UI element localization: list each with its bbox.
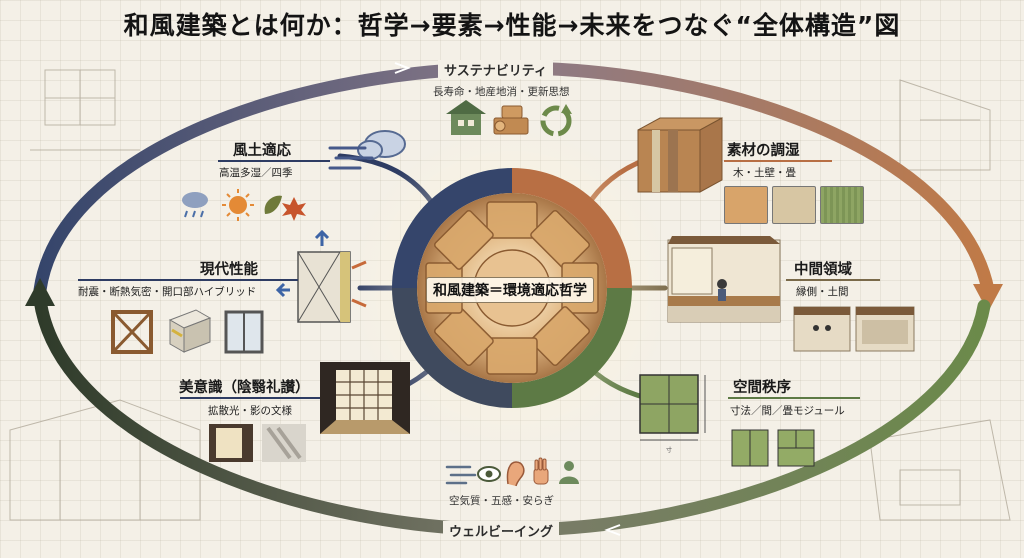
page-title: 和風建築とは何か：哲学→要素→性能→未来をつなぐ“全体構造”図 bbox=[123, 11, 901, 40]
bottom-arc-chevron bbox=[604, 524, 621, 536]
person-icon bbox=[559, 461, 579, 484]
tatami-module-large-icon bbox=[777, 429, 815, 467]
air-icon bbox=[445, 465, 477, 485]
house-icon bbox=[446, 100, 486, 135]
kukan-sub: 寸法／間／畳モジュール bbox=[730, 405, 845, 417]
doma-image-left bbox=[793, 306, 851, 352]
recycle-icon bbox=[540, 104, 572, 137]
shoji-room-image bbox=[320, 362, 410, 434]
maple-leaf-icon bbox=[282, 197, 306, 221]
gendai-sub: 耐震・断熱気密・開口部ハイブリッド bbox=[78, 286, 257, 298]
ear-icon bbox=[506, 461, 525, 487]
chukan-title: 中間領域 bbox=[794, 262, 852, 278]
top-arc-arrowhead bbox=[973, 284, 1003, 312]
eye-icon bbox=[477, 466, 501, 482]
wind-cloud-icon bbox=[328, 130, 406, 170]
top-arc-label: サステナビリティ bbox=[438, 60, 553, 79]
engawa-image bbox=[667, 236, 781, 323]
wood-swatch bbox=[724, 186, 768, 224]
bottom-arc-arrowhead bbox=[25, 278, 55, 306]
leaf-icon bbox=[264, 195, 282, 214]
shadow-pattern-image bbox=[262, 424, 306, 462]
svg-text:寸: 寸 bbox=[666, 446, 672, 454]
center-label: 和風建築＝環境適応哲学 bbox=[426, 277, 594, 303]
bottom-arc-sub: 空気質・五感・安らぎ bbox=[449, 495, 554, 507]
biishiki-sub: 拡散光・影の文様 bbox=[208, 405, 292, 417]
tatami-swatch bbox=[820, 186, 864, 224]
fudo-title: 風土適応 bbox=[233, 143, 291, 159]
top-arc-sub: 長寿命・地産地消・更新思想 bbox=[433, 86, 570, 98]
background-sketches bbox=[9, 69, 1011, 521]
insulation-icon bbox=[168, 309, 212, 353]
bottom-arc-label: ウェルビーイング bbox=[443, 521, 560, 540]
lumber-icon bbox=[493, 105, 529, 135]
tatami-plan-icon: 寸 bbox=[639, 374, 706, 454]
timber-frame-icon bbox=[111, 310, 153, 354]
diffused-light-image bbox=[209, 424, 253, 462]
fudo-sub: 高温多湿／四季 bbox=[219, 167, 293, 179]
rain-icon bbox=[182, 192, 208, 218]
top-arc-chevron bbox=[394, 62, 411, 74]
hand-icon bbox=[533, 457, 549, 485]
window-frame-icon bbox=[224, 310, 264, 354]
wall-section-icon bbox=[275, 229, 367, 323]
sun-icon bbox=[222, 189, 254, 221]
sozai-sub: 木・土壁・畳 bbox=[733, 167, 796, 179]
tatami-module-small-icon bbox=[731, 429, 769, 467]
biishiki-title: 美意識（陰翳礼讃） bbox=[179, 380, 310, 396]
kukan-title: 空間秩序 bbox=[733, 380, 791, 396]
wall-material-image bbox=[637, 117, 723, 193]
sozai-title: 素材の調湿 bbox=[727, 143, 800, 159]
doma-image-right bbox=[855, 306, 915, 352]
gendai-title: 現代性能 bbox=[200, 262, 258, 278]
earth-wall-swatch bbox=[772, 186, 816, 224]
chukan-sub: 縁側・土間 bbox=[796, 286, 849, 298]
